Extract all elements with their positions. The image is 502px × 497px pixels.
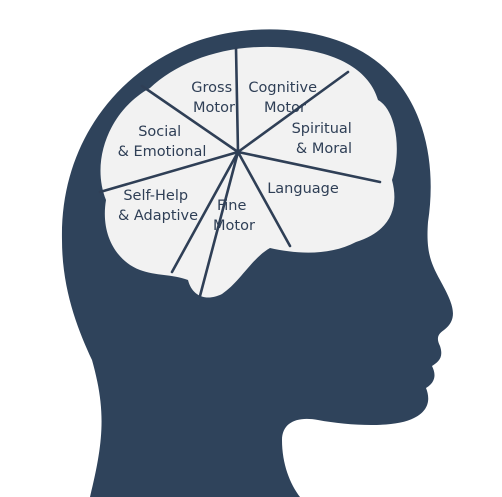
divider-bottom-left xyxy=(170,150,240,274)
label-spiritual-moral: Spiritual & Moral xyxy=(292,121,357,157)
segment-dividers xyxy=(98,46,382,298)
divider-lower-right xyxy=(236,150,292,248)
label-fine-motor: Fine Motor xyxy=(213,198,255,234)
divider-top xyxy=(234,46,240,154)
label-self-help-adaptive: Self-Help & Adaptive xyxy=(118,188,198,224)
segment-labels: Cognitive Motor Gross Motor Spiritual & … xyxy=(118,80,357,234)
divider-upper-left xyxy=(140,84,240,154)
divider-left xyxy=(98,150,240,194)
label-social-emotional: Social & Emotional xyxy=(118,124,207,160)
label-cognitive-motor: Cognitive Motor xyxy=(248,80,321,116)
divider-bottom-right xyxy=(198,150,240,298)
divider-upper-right xyxy=(236,70,350,154)
divider-right xyxy=(236,150,382,184)
label-gross-motor: Gross Motor xyxy=(191,80,236,116)
label-language: Language xyxy=(267,181,339,197)
